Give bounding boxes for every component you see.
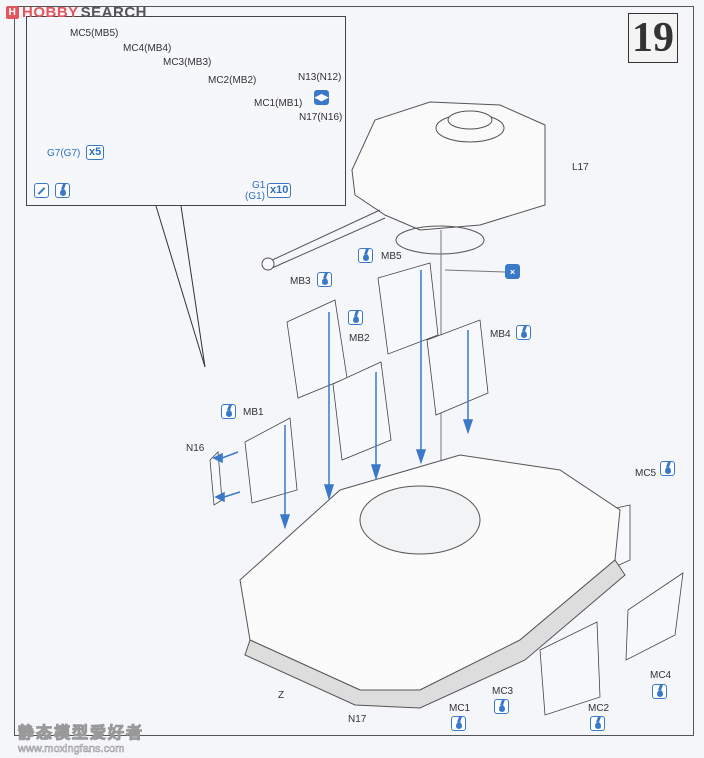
no-glue-icon: × bbox=[505, 264, 520, 279]
glue-drop-icon bbox=[516, 325, 531, 340]
step-number: 19 bbox=[628, 13, 678, 63]
label-n13-n12: N13(N12) bbox=[298, 72, 342, 83]
turret-drawing bbox=[261, 101, 546, 271]
glue-drop-icon bbox=[221, 404, 236, 419]
logo-text-gray: SEARCH bbox=[80, 3, 148, 21]
label-mb1: MB1 bbox=[243, 407, 264, 418]
label-n16: N16 bbox=[186, 443, 205, 454]
label-n17-n16: N17(N16) bbox=[299, 112, 343, 123]
plate-mb4 bbox=[426, 319, 489, 416]
label-mc2: MC2 bbox=[588, 703, 610, 714]
label-mc5: MC5 bbox=[635, 468, 657, 479]
glue-drop-icon bbox=[317, 272, 332, 287]
label-mb4: MB4 bbox=[490, 329, 511, 340]
glue-drop-icon bbox=[451, 716, 466, 731]
plate-mb1 bbox=[244, 417, 298, 504]
site-watermark: 静态模型爱好者 www.moxingfans.com bbox=[17, 719, 145, 756]
label-g1-paren: (G1) bbox=[245, 191, 265, 202]
label-z: Z bbox=[278, 690, 285, 701]
glue-drop-icon bbox=[358, 248, 373, 263]
glue-drop-icon bbox=[348, 310, 363, 325]
plate-mc4 bbox=[625, 572, 684, 661]
label-mc4-mb4: MC4(MB4) bbox=[123, 43, 172, 54]
watermark-chinese: 静态模型爱好者 bbox=[17, 725, 145, 743]
assembly-arrows bbox=[212, 270, 474, 530]
glue-drop-icon bbox=[660, 461, 675, 476]
glue-drop-icon bbox=[590, 716, 605, 731]
label-mc2-mb2: MC2(MB2) bbox=[208, 75, 257, 86]
label-mc4: MC4 bbox=[650, 670, 672, 681]
plate-mc2 bbox=[539, 621, 601, 716]
glue-drop-icon bbox=[55, 183, 70, 198]
hull-drawing bbox=[239, 454, 626, 709]
glue-drop-icon bbox=[652, 684, 667, 699]
page-frame bbox=[14, 6, 694, 736]
label-mb3: MB3 bbox=[290, 276, 311, 287]
inset-detail-box bbox=[26, 16, 346, 206]
label-l17: L17 bbox=[572, 162, 589, 173]
label-g1: G1 bbox=[252, 180, 266, 191]
label-mc1-mb1: MC1(MB1) bbox=[254, 98, 303, 109]
multiplier-x5: x5 bbox=[86, 145, 105, 160]
callout-line bbox=[180, 205, 206, 368]
multiplier-x10: x10 bbox=[267, 183, 292, 198]
label-mb2: MB2 bbox=[349, 333, 370, 344]
knife-icon bbox=[34, 183, 49, 198]
plate-mb5 bbox=[377, 262, 439, 355]
label-mb5: MB5 bbox=[381, 251, 402, 262]
label-mc5-mb5: MC5(MB5) bbox=[70, 28, 119, 39]
label-mc3: MC3 bbox=[492, 686, 514, 697]
logo-text-red: HOBBY bbox=[22, 3, 79, 21]
flip-both-sides-icon: ◀▶ bbox=[314, 90, 329, 105]
label-mc1: MC1 bbox=[449, 703, 471, 714]
glue-drop-icon bbox=[494, 699, 509, 714]
callout-line bbox=[155, 205, 206, 368]
logo-mark-icon: H bbox=[6, 5, 19, 19]
label-g7: G7(G7) bbox=[47, 148, 81, 159]
watermark-url: www.moxingfans.com bbox=[18, 743, 125, 756]
label-n17: N17 bbox=[348, 714, 367, 725]
hobbysearch-logo: H HOBBY SEARCH bbox=[6, 3, 148, 21]
label-mc3-mb3: MC3(MB3) bbox=[163, 57, 212, 68]
